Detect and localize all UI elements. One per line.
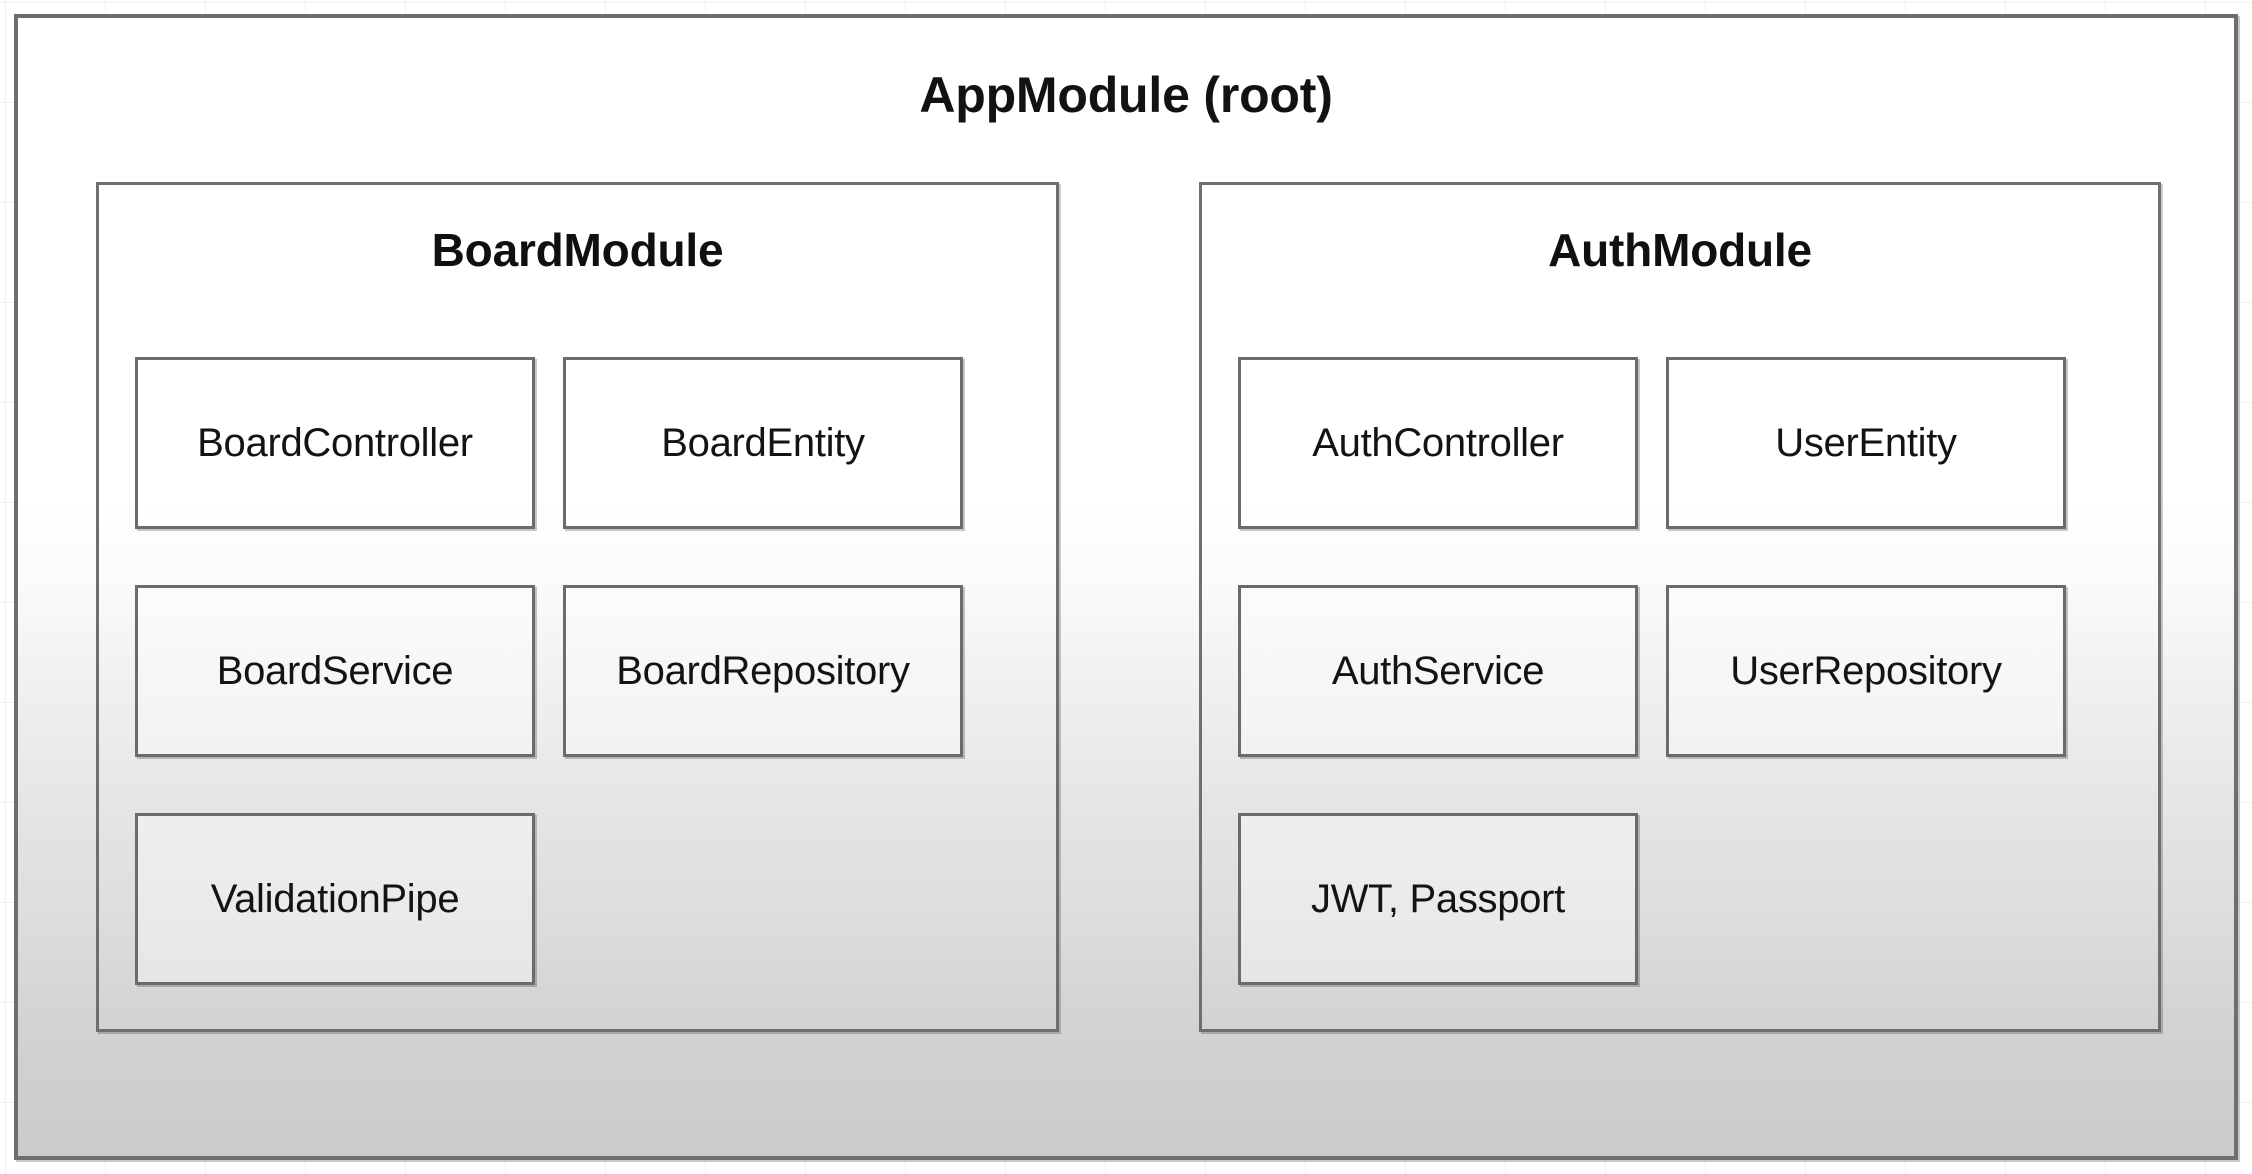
- component-label: ValidationPipe: [210, 877, 460, 921]
- component-user-repository: UserRepository: [1666, 585, 2066, 757]
- auth-module-title: AuthModule: [1548, 224, 1812, 276]
- board-module-component-grid: BoardController BoardEntity BoardService…: [99, 357, 1056, 997]
- component-label: BoardRepository: [616, 649, 910, 693]
- component-label: UserEntity: [1775, 421, 1957, 465]
- app-module-title: AppModule (root): [919, 67, 1333, 123]
- component-label: JWT, Passport: [1311, 877, 1565, 921]
- component-board-entity: BoardEntity: [563, 357, 963, 529]
- auth-module-container: AuthModule AuthController UserEntity Aut…: [1199, 182, 2161, 1032]
- app-module-container: AppModule (root) BoardModule BoardContro…: [14, 14, 2238, 1160]
- board-module-container: BoardModule BoardController BoardEntity …: [96, 182, 1059, 1032]
- component-board-repository: BoardRepository: [563, 585, 963, 757]
- component-user-entity: UserEntity: [1666, 357, 2066, 529]
- component-board-controller: BoardController: [135, 357, 535, 529]
- component-label: BoardEntity: [661, 421, 865, 465]
- component-board-service: BoardService: [135, 585, 535, 757]
- component-jwt-passport: JWT, Passport: [1238, 813, 1638, 985]
- auth-module-component-grid: AuthController UserEntity AuthService Us…: [1202, 357, 2158, 997]
- component-validation-pipe: ValidationPipe: [135, 813, 535, 985]
- board-module-title: BoardModule: [431, 224, 724, 276]
- component-label: AuthService: [1331, 649, 1545, 693]
- component-auth-service: AuthService: [1238, 585, 1638, 757]
- component-label: BoardController: [197, 421, 473, 465]
- component-label: UserRepository: [1730, 649, 2002, 693]
- component-label: BoardService: [216, 649, 454, 693]
- component-label: AuthController: [1312, 421, 1564, 465]
- component-auth-controller: AuthController: [1238, 357, 1638, 529]
